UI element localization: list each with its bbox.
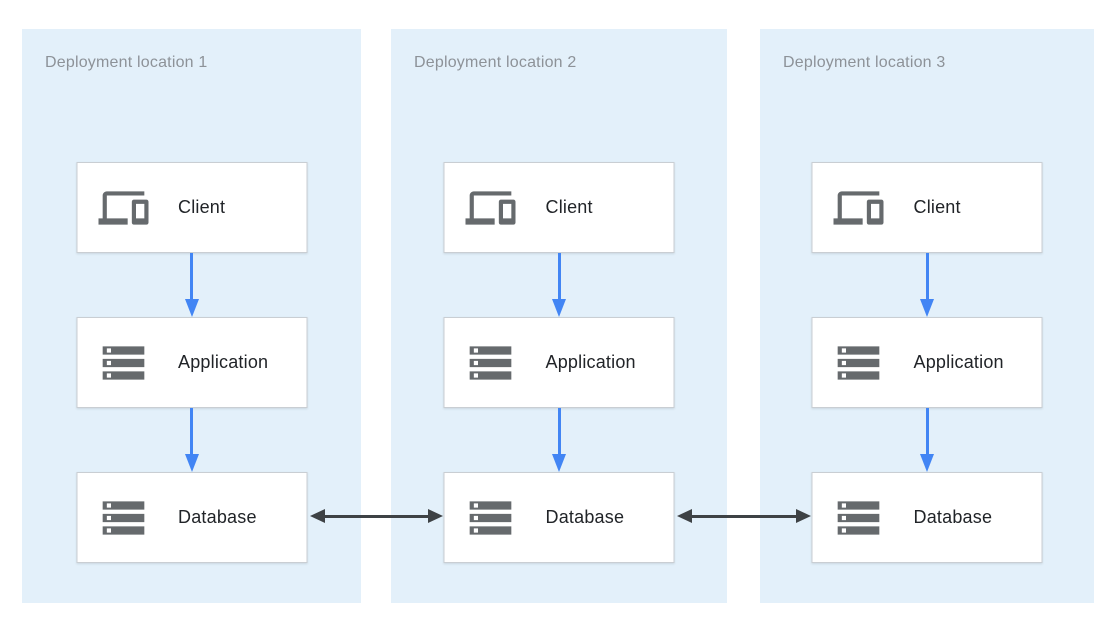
node-label: Client	[178, 197, 226, 217]
arrow-line	[190, 408, 193, 455]
arrow-head-icon	[552, 454, 566, 472]
node-label: Application	[545, 352, 636, 372]
arrow-line	[925, 253, 929, 300]
arrow-head-right-icon	[428, 509, 443, 523]
arrow-head-icon	[552, 299, 566, 317]
client-node: Client	[76, 162, 307, 253]
server-stack-icon	[828, 338, 890, 388]
flow-arrow-client-to-application	[920, 253, 934, 317]
server-stack-icon	[92, 493, 154, 543]
deployment-zone-2: Deployment location 2 Client Application	[391, 29, 727, 603]
arrow-head-icon	[920, 299, 934, 317]
arrow-head-left-icon	[310, 509, 325, 523]
flow-arrow-client-to-application	[552, 253, 566, 317]
arrow-head-icon	[920, 454, 934, 472]
flow-arrow-application-to-database	[184, 408, 199, 472]
flow-arrow-application-to-database	[920, 408, 934, 472]
devices-icon	[828, 183, 890, 233]
server-stack-icon	[460, 493, 522, 543]
devices-icon	[460, 183, 522, 233]
application-node: Application	[443, 317, 675, 408]
flow-arrow-client-to-application	[184, 253, 199, 317]
deployment-zone-3: Deployment location 3 Client Application	[760, 29, 1094, 603]
arrow-head-right-icon	[796, 509, 811, 523]
node-label: Database	[913, 507, 993, 527]
flow-arrow-application-to-database	[552, 408, 566, 472]
node-label: Application	[178, 352, 269, 372]
arrow-line	[557, 253, 561, 300]
client-node: Client	[811, 162, 1043, 253]
server-stack-icon	[828, 493, 890, 543]
zone-title: Deployment location 2	[414, 54, 577, 71]
arrow-head-left-icon	[677, 509, 692, 523]
node-label: Database	[545, 507, 625, 527]
server-stack-icon	[92, 338, 154, 388]
arrow-head-icon	[184, 454, 199, 472]
application-node: Application	[76, 317, 307, 408]
client-node: Client	[443, 162, 675, 253]
server-stack-icon	[460, 338, 522, 388]
zone-title: Deployment location 1	[45, 54, 208, 71]
application-node: Application	[811, 317, 1043, 408]
arrow-line	[689, 514, 799, 518]
zone-title: Deployment location 3	[783, 54, 946, 71]
arrow-line	[322, 514, 431, 518]
replication-arrow-db2-db3	[677, 509, 811, 523]
database-node: Database	[76, 472, 307, 563]
arrow-line	[557, 408, 561, 455]
arrow-line	[190, 253, 193, 300]
node-label: Client	[913, 197, 961, 217]
arrow-line	[925, 408, 929, 455]
database-node: Database	[443, 472, 675, 563]
node-label: Client	[545, 197, 593, 217]
node-label: Application	[913, 352, 1004, 372]
devices-icon	[92, 183, 154, 233]
deployment-zone-1: Deployment location 1 Client Application	[22, 29, 361, 603]
replication-arrow-db1-db2	[310, 509, 443, 523]
database-node: Database	[811, 472, 1043, 563]
arrow-head-icon	[184, 299, 199, 317]
node-label: Database	[178, 507, 257, 527]
